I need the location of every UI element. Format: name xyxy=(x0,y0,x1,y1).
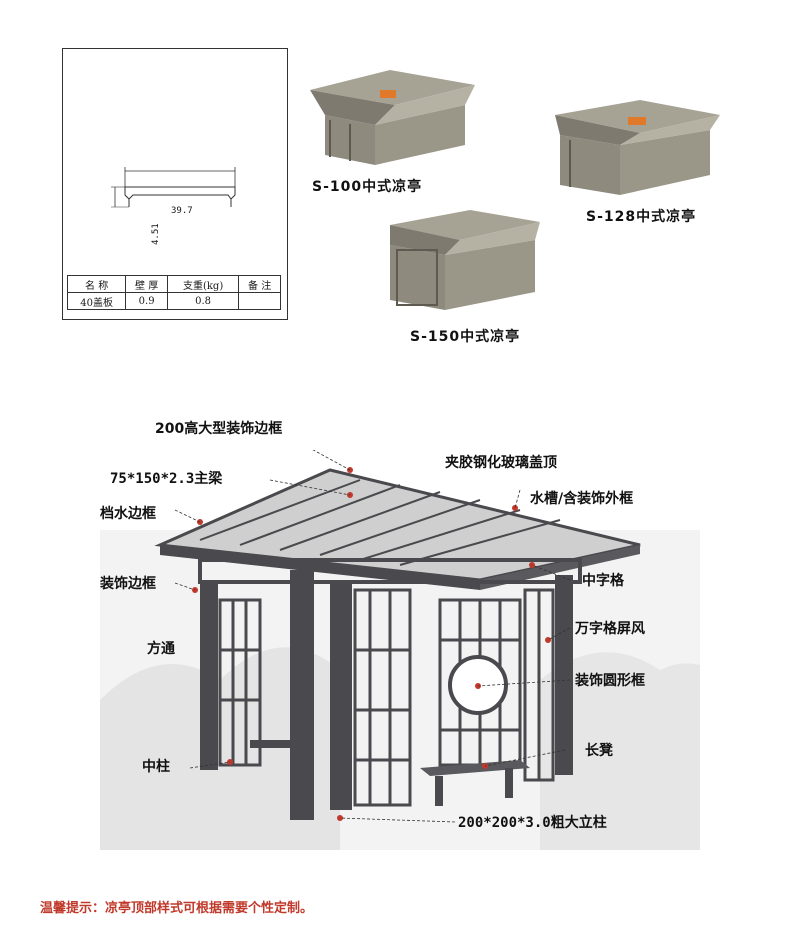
callout-main-beam: 75*150*2.3主梁 xyxy=(110,471,223,487)
spec-cell-thickness: 0.9 xyxy=(125,292,168,310)
pavilion-illustration xyxy=(100,450,700,850)
spec-header-note: 备 注 xyxy=(238,275,281,293)
callout-gutter-frame: 水槽/含装饰外框 xyxy=(530,491,634,507)
callout-decor-edge-frame: 装饰边框 xyxy=(100,576,156,592)
callout-zhong-lattice: 中字格 xyxy=(582,573,624,589)
spec-header-name: 名 称 xyxy=(66,275,127,293)
spec-table: 名 称 壁 厚 支重(kg) 备 注 40盖板 0.9 0.8 xyxy=(66,275,281,310)
spec-header-thickness: 壁 厚 xyxy=(125,275,168,293)
dimension-height-label: 4.51 xyxy=(151,223,161,245)
callout-laminated-glass-roof: 夹胶钢化玻璃盖顶 xyxy=(445,455,557,471)
model-label-s150: S-150中式凉亭 xyxy=(410,329,521,345)
callout-bench: 长凳 xyxy=(585,743,613,759)
callout-decor-frame-200: 200高大型装饰边框 xyxy=(155,421,283,437)
footer-tip: 温馨提示：凉亭顶部样式可根据需要个性定制。 xyxy=(40,901,314,916)
spec-cell-weight: 0.8 xyxy=(166,292,240,310)
spec-table-header-row: 名 称 壁 厚 支重(kg) 备 注 xyxy=(66,275,281,293)
model-label-s100: S-100中式凉亭 xyxy=(312,179,423,195)
callout-main-post: 200*200*3.0粗大立柱 xyxy=(458,815,607,831)
callout-middle-column: 中柱 xyxy=(142,759,170,775)
spec-cell-name: 40盖板 xyxy=(66,292,127,310)
callout-round-frame: 装饰圆形框 xyxy=(575,673,645,689)
callout-water-block-frame: 档水边框 xyxy=(100,506,156,522)
s150-connector-image xyxy=(390,210,540,310)
profile-spec-box: 39.7 4.51 名 称 壁 厚 支重(kg) 备 注 40盖板 0.9 0.… xyxy=(62,48,288,320)
callout-wan-lattice-screen: 万字格屏风 xyxy=(575,621,645,637)
spec-cell-note xyxy=(238,292,281,310)
profile-cross-section-drawing xyxy=(111,167,236,208)
s100-connector-image xyxy=(310,70,475,165)
spec-header-weight: 支重(kg) xyxy=(166,275,240,293)
spec-table-row: 40盖板 0.9 0.8 xyxy=(66,292,281,310)
dimension-width-label: 39.7 xyxy=(171,206,193,216)
model-label-s128: S-128中式凉亭 xyxy=(586,209,697,225)
callout-square-tube: 方通 xyxy=(147,641,175,657)
s128-connector-image xyxy=(555,100,720,195)
